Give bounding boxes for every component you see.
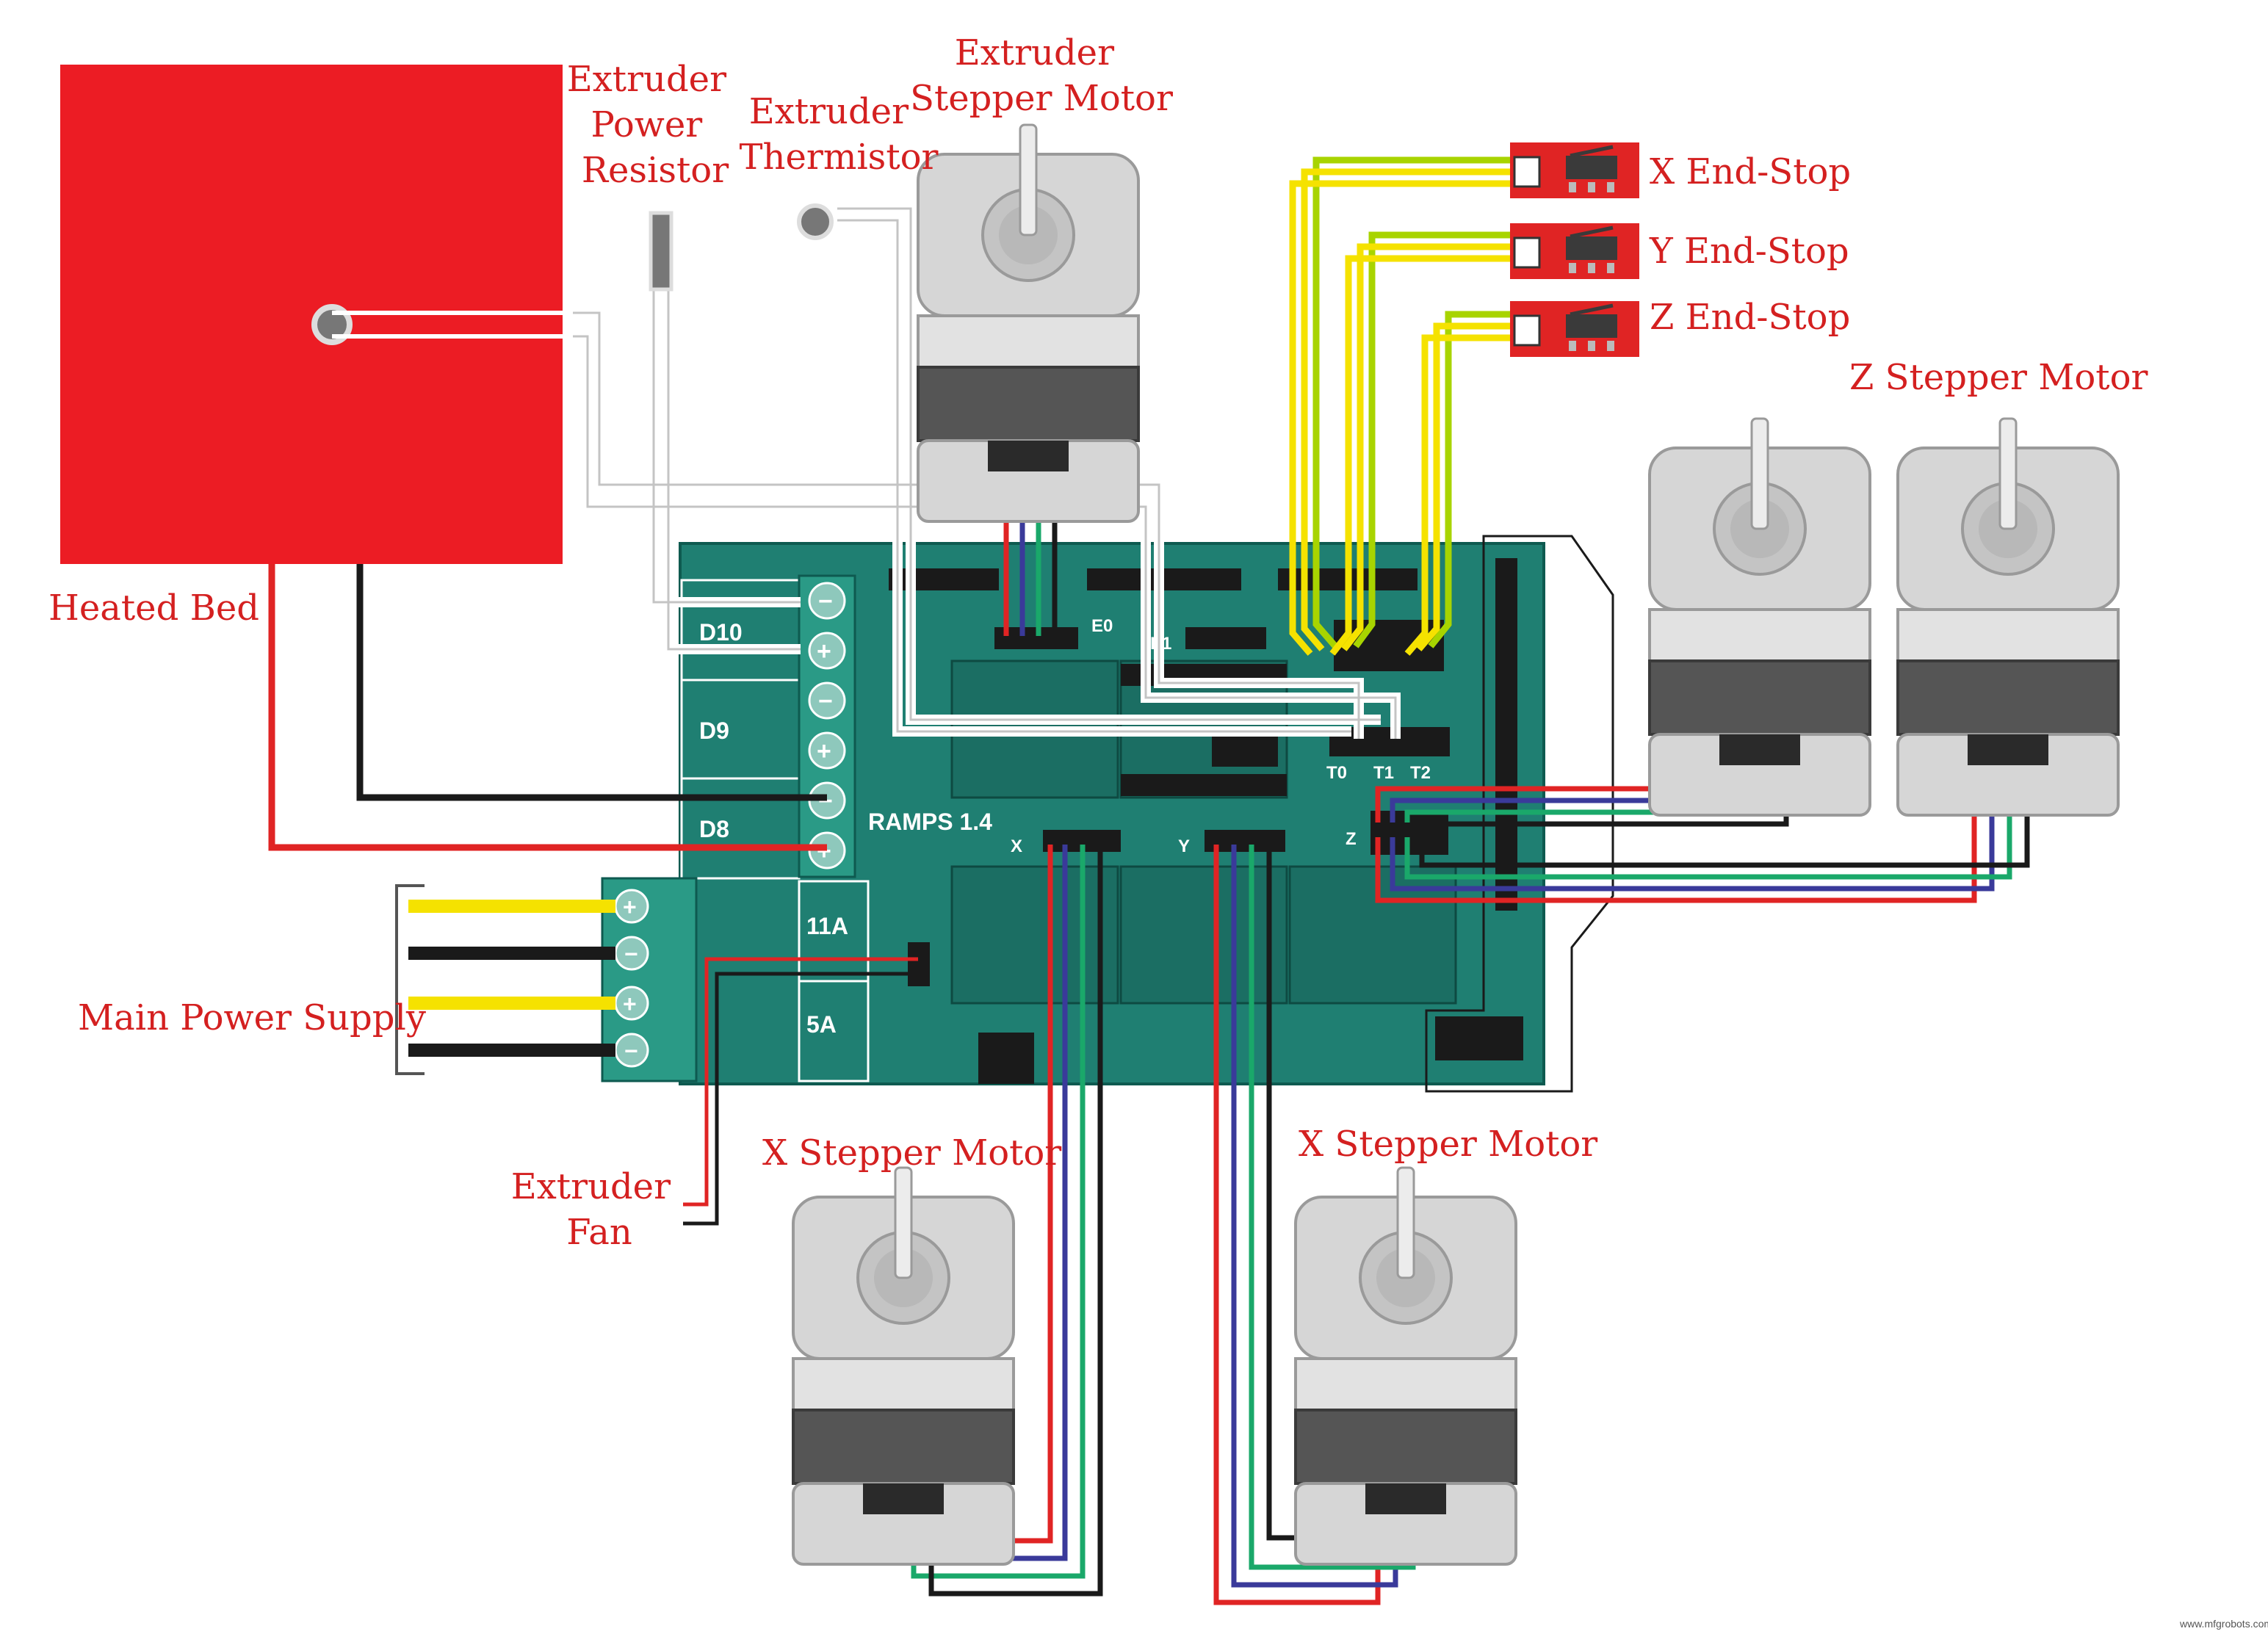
terminal-symbol-3: − (818, 687, 833, 715)
endstop-wires (1289, 156, 1517, 656)
output-d9: D9 (699, 717, 729, 744)
output-d8: D8 (699, 816, 729, 842)
extruder-fan-label: Extruder Fan (511, 1166, 682, 1253)
z-end-stop-label: Z End-Stop (1650, 297, 1850, 338)
watermark: www.mfgrobots.com (2179, 1618, 2268, 1630)
thermistor-t1: T1 (1373, 763, 1394, 783)
main-power-wires (408, 900, 615, 1057)
terminal-symbol-4: + (817, 737, 831, 765)
heated-bed-label: Heated Bed (48, 588, 259, 629)
extruder-fan-wires (683, 957, 918, 1226)
extruder-power-resistor (649, 211, 673, 292)
driver-label-y: Y (1178, 836, 1190, 856)
x-end-stop-label: X End-Stop (1650, 151, 1851, 192)
output-d10: D10 (699, 619, 743, 646)
thermistor-t0: T0 (1326, 763, 1347, 783)
z-end-stop (1510, 301, 1639, 357)
psu-symbol-2: − (624, 941, 638, 967)
z-stepper-motor-left (1648, 417, 1871, 817)
extruder-power-resistor-label: Extruder Power Resistor (567, 59, 738, 191)
heated-bed (60, 65, 573, 564)
extruder-thermistor (797, 203, 834, 240)
driver-label-x: X (1011, 836, 1022, 856)
x-stepper-motor-right-label: X Stepper Motor (1299, 1124, 1597, 1165)
fuse-11a: 11A (806, 913, 848, 939)
y-end-stop (1510, 223, 1639, 279)
ramps-board (601, 535, 1614, 1093)
extruder-stepper-motor-label: Extruder Stepper Motor (910, 32, 1173, 119)
thermistor-t2: T2 (1410, 763, 1431, 783)
extruder-stepper-motor (917, 123, 1140, 523)
board-name: RAMPS 1.4 (868, 809, 992, 835)
x-end-stop (1510, 142, 1639, 198)
terminal-symbol-2: + (817, 637, 831, 665)
x-stepper-motor-left (792, 1166, 1015, 1566)
psu-symbol-3: + (623, 991, 637, 1017)
y-end-stop-label: Y End-Stop (1649, 231, 1849, 272)
z-stepper-motor-label: Z Stepper Motor (1849, 357, 2148, 398)
terminal-symbol-1: − (818, 588, 833, 615)
psu-symbol-1: + (623, 894, 637, 920)
psu-symbol-4: − (624, 1038, 638, 1064)
main-power-supply-label: Main Power Supply (78, 997, 426, 1038)
terminal-symbol-6: + (817, 837, 831, 865)
driver-label-z: Z (1346, 829, 1357, 849)
extruder-thermistor-label: Extruder Thermistor (740, 91, 939, 178)
thermistor-wires-outline (573, 207, 1397, 739)
driver-label-e0: E0 (1091, 616, 1113, 636)
x-stepper-motor-right (1294, 1166, 1517, 1566)
z-stepper-motor-right (1896, 417, 2120, 817)
psu-bracket (395, 884, 425, 1075)
terminal-symbol-5: − (818, 787, 833, 815)
bed-power-wires (268, 564, 827, 851)
fuse-5a: 5A (806, 1011, 837, 1038)
x-stepper-motor-left-label: X Stepper Motor (762, 1132, 1061, 1174)
